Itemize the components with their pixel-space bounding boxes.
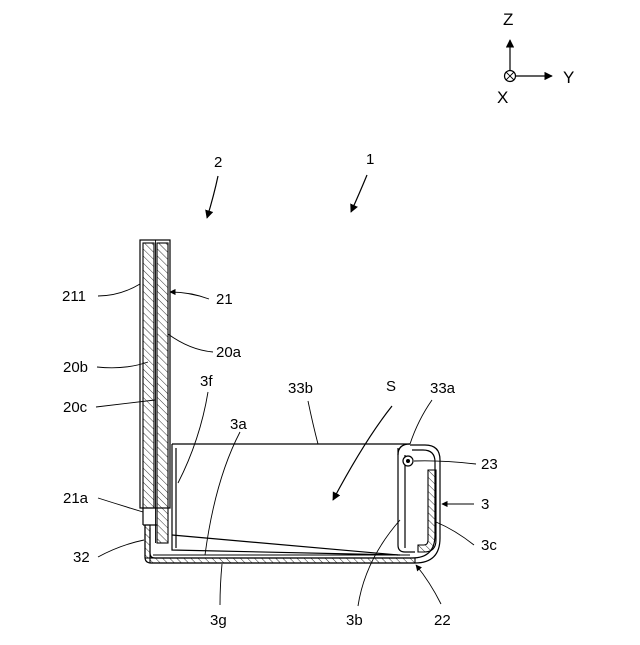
label-211: 211 — [62, 288, 86, 305]
label-3: 3 — [481, 496, 489, 513]
label-22: 22 — [434, 612, 451, 629]
reference-arrows — [207, 175, 367, 218]
leader-21 — [170, 292, 209, 299]
corner-33a — [398, 444, 410, 455]
leader-3c — [436, 522, 474, 545]
y-axis-label: Y — [563, 68, 574, 87]
label-3b: 3b — [346, 612, 363, 629]
outer-wall-3c — [418, 470, 436, 552]
label-20c: 20c — [63, 399, 88, 416]
label-21a: 21a — [63, 490, 89, 507]
label-2: 2 — [214, 154, 222, 171]
leader-33b — [308, 401, 318, 444]
label-S: S — [386, 378, 396, 395]
leader-32 — [98, 540, 144, 557]
arrow-2 — [207, 176, 218, 218]
bottom-strip-3g — [150, 558, 415, 563]
label-3f: 3f — [200, 373, 213, 390]
label-1: 1 — [366, 151, 374, 168]
leader-20a — [168, 334, 213, 352]
tray-structure — [145, 444, 440, 563]
label-32: 32 — [73, 549, 90, 566]
label-3g: 3g — [210, 612, 227, 629]
label-23: 23 — [481, 456, 498, 473]
leader-3a — [205, 432, 240, 555]
axis-indicator: Z X Y — [497, 10, 574, 107]
layer-20b — [143, 243, 154, 508]
leader-211 — [98, 284, 140, 296]
label-21: 21 — [216, 291, 233, 308]
x-axis-label: X — [497, 88, 508, 107]
leader-22 — [416, 565, 441, 604]
leader-33a — [410, 400, 432, 444]
z-axis-label: Z — [503, 10, 513, 29]
label-33a: 33a — [430, 380, 456, 397]
leader-3g — [220, 564, 222, 605]
label-20b: 20b — [63, 359, 88, 376]
arrow-1 — [351, 175, 367, 212]
vertical-panel — [140, 240, 170, 543]
leader-21a — [98, 498, 143, 512]
leader-3f — [178, 392, 208, 483]
side-strip-32 — [145, 525, 150, 558]
label-20a: 20a — [216, 344, 242, 361]
hinge-23-center — [406, 459, 410, 463]
tray-inner-shell — [150, 450, 435, 558]
layer-20a — [157, 243, 168, 543]
arrow-space-S — [333, 406, 392, 500]
label-33b: 33b — [288, 380, 313, 397]
label-3c: 3c — [481, 537, 497, 554]
label-3a: 3a — [230, 416, 247, 433]
leader-23 — [414, 461, 476, 464]
